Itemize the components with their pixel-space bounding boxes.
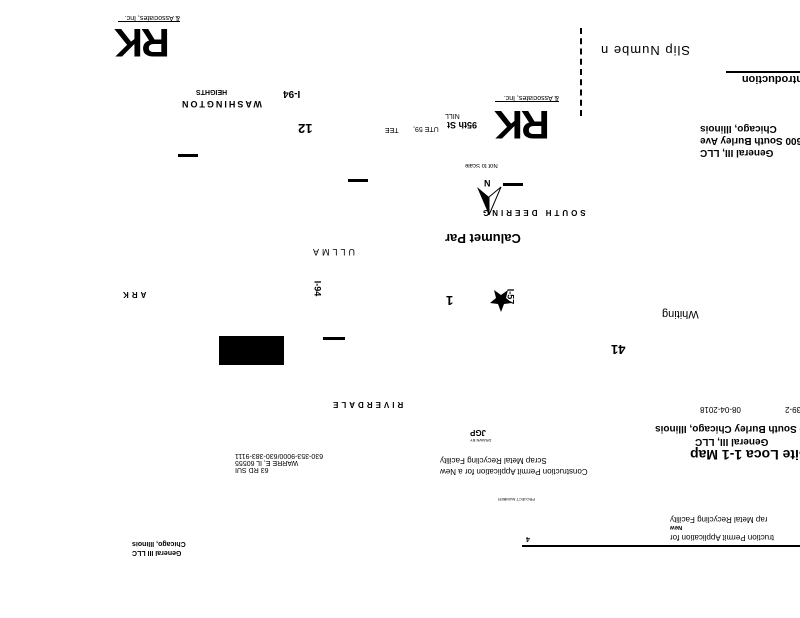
header-client-name: General III, LLC [700,147,774,158]
site-star-icon [490,290,512,312]
date: 08-04-2018 [700,405,741,414]
map-label-route41: 41 [611,342,626,357]
firm-address-line2: WARRE E, IL 60555 [235,459,299,466]
map-not-to-scale: Not to Scale [465,162,498,168]
map-label-south-deering: SOUTH DEERING [480,208,586,217]
map-label-whiting: Whiting [662,308,699,320]
footer-client-city: Chicago, Illinois [132,540,186,547]
road-segment [503,183,523,186]
slip-number: Slip Numbe n [600,43,691,58]
figure-title: Site Loca 1-1 Map [690,447,800,463]
road-segment [348,179,368,182]
map-label-i57: I-57 [505,288,516,305]
title-client: General III, LLC [695,436,769,447]
map-label-route59: UTE 59, [413,125,439,132]
title-address: 0 South Burley Chicago, Illinois [655,423,800,434]
section-title: Introduction [726,71,800,85]
logo-company-text-2: & Associates, Inc. [495,94,559,102]
map-label-ullman: ULLMA [310,247,356,257]
map-label-route12: 12 [298,121,313,136]
firm-address-line1: 63 RD SUI [235,466,269,473]
road-segment [323,337,345,340]
project-title-line1: Construction Permit Application for a Ne… [440,467,588,476]
project-title-line2: Scrap Metal Recycling Facility [440,456,547,465]
map-label-heights: HEIGHTS [196,88,228,95]
header-client-city: Chicago, Illinois [700,123,777,134]
footer-client-name: General III LLC [132,549,182,556]
map-label-i94-top: I-94 [283,88,301,99]
footer-rule [522,545,800,547]
map-label-washington: WASHINGTON [180,99,262,109]
page-number: 4 [526,535,530,542]
map-label-95th-st: 95th St [447,120,478,130]
logo-rk-2: RK [496,102,550,146]
footer-title-line3: rap Metal Recycling Facility [670,515,768,524]
map-inset-block [219,336,284,365]
footer-title-line2: New [670,524,683,530]
map-label-route1: 1 [446,293,454,308]
map-label-nill: NILL [445,112,460,119]
logo-rk: RK [116,20,170,64]
road-segment [178,154,198,157]
map-label-calumet-park: Calumet Par [445,231,521,246]
footer-title-line1: truction Permit Application for [670,533,775,542]
map-label-i94-mid: I-94 [312,280,323,297]
map-label-park: ARK [120,290,147,299]
drawn-by: JGP [470,428,487,437]
north-arrow-icon [477,186,502,215]
map-label-riverdale: RIVERDALE [330,400,404,409]
project-number-label: PROJECT NUMBER [498,497,536,502]
fold-line [580,28,582,116]
project-number: 39-2 [785,405,800,414]
drawn-by-label: DRAWN BY [470,438,492,443]
header-client-street: 1600 South Burley Ave [700,135,800,146]
map-label-tee: TEE [385,126,399,133]
firm-address-line3: 630-353-9000/630-383-9111 [235,452,324,459]
